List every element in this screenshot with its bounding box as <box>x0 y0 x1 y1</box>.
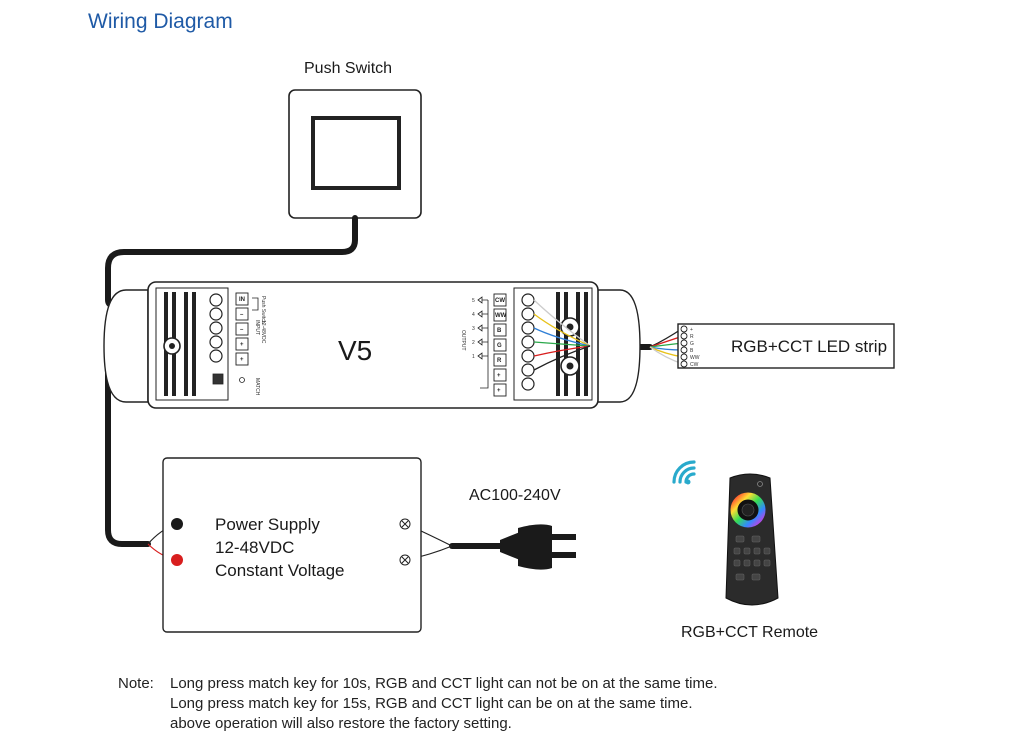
input-terminal-5: + <box>240 357 244 363</box>
switch-terminal-label: Push Switch <box>260 296 266 324</box>
output-channel-2: 2 <box>472 340 475 346</box>
input-block-label: INPUT <box>254 320 260 335</box>
output-channel-4: 4 <box>472 312 475 318</box>
strip-pin-cw: CW <box>690 362 699 368</box>
strip-pin-g: G <box>690 341 694 347</box>
input-terminal-2: – <box>240 312 244 318</box>
power-supply-line-3: Constant Voltage <box>215 561 344 580</box>
remote-power-icon <box>757 481 763 487</box>
controller-v5: IN – – + + INPUT 12-48VDC Push Switch MA… <box>103 281 641 409</box>
dc-positive-terminal <box>171 554 183 566</box>
output-block-label: OUTPUT <box>460 330 466 351</box>
controller-model: V5 <box>338 335 372 366</box>
dc-negative-terminal <box>171 518 183 530</box>
note-heading: Note: <box>118 675 154 692</box>
mains-plug: AC100-240V <box>469 487 576 570</box>
input-terminal-1: IN <box>239 297 245 303</box>
strip-pin-plus: + <box>690 327 693 333</box>
page-title: Wiring Diagram <box>88 10 233 33</box>
strip-pin-b: B <box>690 348 694 354</box>
note-line-3: above operation will also restore the fa… <box>170 715 512 732</box>
input-terminal-4: + <box>240 342 244 348</box>
power-supply: Power Supply 12-48VDC Constant Voltage <box>162 457 422 633</box>
wireless-signal-icon <box>672 460 696 484</box>
input-terminal-3: – <box>240 327 244 333</box>
color-wheel-icon <box>730 492 766 528</box>
remote-control: RGB+CCT Remote <box>672 460 818 641</box>
strip-pin-ww: WW <box>690 355 700 361</box>
output-channel-5: 5 <box>472 298 475 304</box>
remote-label: RGB+CCT Remote <box>681 624 818 641</box>
mains-label: AC100-240V <box>469 487 561 504</box>
match-indicator-icon <box>239 377 245 383</box>
strip-pin-r: R <box>690 334 694 340</box>
output-terminal-plus-1: + <box>497 373 501 379</box>
output-terminal-cw: CW <box>495 298 505 304</box>
push-switch-label: Push Switch <box>304 60 392 77</box>
output-terminal-plus-2: + <box>497 388 501 394</box>
power-supply-line-1: Power Supply <box>215 515 320 534</box>
input-voltage-label: 12-48VDC <box>260 320 266 344</box>
match-label: MATCH <box>254 378 260 396</box>
power-supply-line-2: 12-48VDC <box>215 538 294 557</box>
output-channel-3: 3 <box>472 326 475 332</box>
note-line-2: Long press match key for 15s, RGB and CC… <box>170 695 693 712</box>
output-terminal-r: R <box>497 358 502 364</box>
led-strip-label: RGB+CCT LED strip <box>731 337 887 356</box>
note-block: Note: Long press match key for 10s, RGB a… <box>118 674 718 734</box>
led-strip: + R G B WW CW RGB+CCT LED strip <box>649 323 895 369</box>
output-terminal-g: G <box>497 343 502 349</box>
note-line-1: Long press match key for 10s, RGB and CC… <box>170 675 718 692</box>
output-terminal-b: B <box>497 328 502 334</box>
plug-icon <box>518 524 552 570</box>
output-terminal-ww: WW <box>495 313 507 319</box>
push-switch: Push Switch <box>288 60 422 219</box>
output-channel-1: 1 <box>472 354 475 360</box>
match-button[interactable] <box>212 373 224 385</box>
